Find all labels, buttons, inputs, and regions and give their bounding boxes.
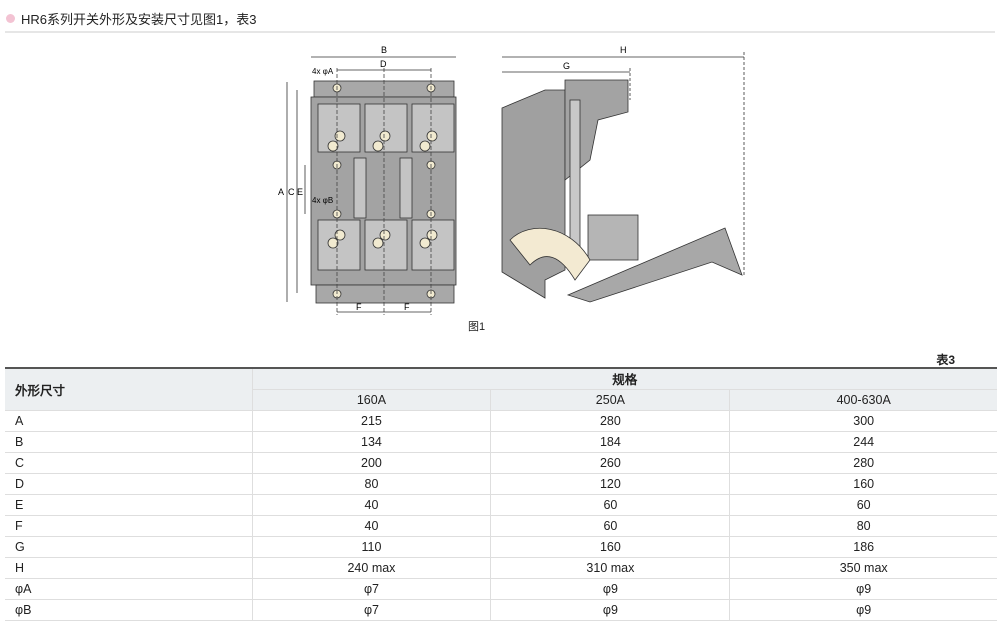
row-key: D [5,473,252,495]
cell-value: 134 [251,431,491,453]
cell-value: 60 [490,515,730,537]
cell-value: 300 [729,410,997,432]
column-header: 250A [490,389,730,411]
cell-value: 160 [490,536,730,558]
cell-value: 60 [729,494,997,516]
row-key: E [5,494,252,516]
cell-value: 260 [490,452,730,474]
dim-label-hole-a: 4x φA [312,67,334,76]
cell-value: 80 [251,473,491,495]
cell-value: 110 [251,536,491,558]
front-view [286,56,457,315]
table-label: 表3 [936,353,955,367]
cell-value: 280 [490,410,730,432]
cell-value: φ9 [490,599,730,621]
side-view [501,52,745,303]
dimension-drawing: B D 4x φA A C E 4x φB F F H G [278,45,745,315]
cell-value: 350 max [729,557,997,579]
column-header: 160A [251,389,491,411]
dim-label-a: A [278,187,284,197]
cell-value: 280 [729,452,997,474]
cell-value: φ7 [251,578,491,600]
column-header: 400-630A [729,389,997,411]
cell-value: 200 [251,452,491,474]
cell-value: 215 [251,410,491,432]
row-key: F [5,515,252,537]
heading-text: HR6系列开关外形及安装尺寸见图1，表3 [21,12,257,27]
figure-caption: 图1 [468,321,486,333]
divider [5,31,995,33]
cell-value: φ9 [490,578,730,600]
row-key: A [5,410,252,432]
dim-label-d: D [380,59,387,69]
row-key: G [5,536,252,558]
row-key: φA [5,578,252,600]
cell-value: 160 [729,473,997,495]
dim-label-g: G [563,61,570,71]
cell-value: 120 [490,473,730,495]
dim-label-f2: F [404,302,410,312]
cell-value: φ7 [251,599,491,621]
row-key: φB [5,599,252,621]
cell-value: 240 max [251,557,491,579]
row-key: B [5,431,252,453]
row-header: 外形尺寸 [5,367,252,411]
cell-value: 184 [490,431,730,453]
dim-label-c: C [288,187,295,197]
dim-label-f1: F [356,302,362,312]
dim-label-e: E [297,187,303,197]
dim-label-hole-b: 4x φB [312,196,333,205]
cell-value: 60 [490,494,730,516]
row-key: C [5,452,252,474]
cell-value: 244 [729,431,997,453]
cell-value: φ9 [729,578,997,600]
bullet-icon [6,14,15,23]
group-header: 规格 [251,367,997,390]
cell-value: 40 [251,515,491,537]
dim-label-b: B [381,45,387,55]
cell-value: φ9 [729,599,997,621]
cell-value: 186 [729,536,997,558]
cell-value: 80 [729,515,997,537]
dim-label-h: H [620,45,627,55]
cell-value: 40 [251,494,491,516]
section-heading: HR6系列开关外形及安装尺寸见图1，表3 [6,9,256,28]
cell-value: 310 max [490,557,730,579]
row-key: H [5,557,252,579]
